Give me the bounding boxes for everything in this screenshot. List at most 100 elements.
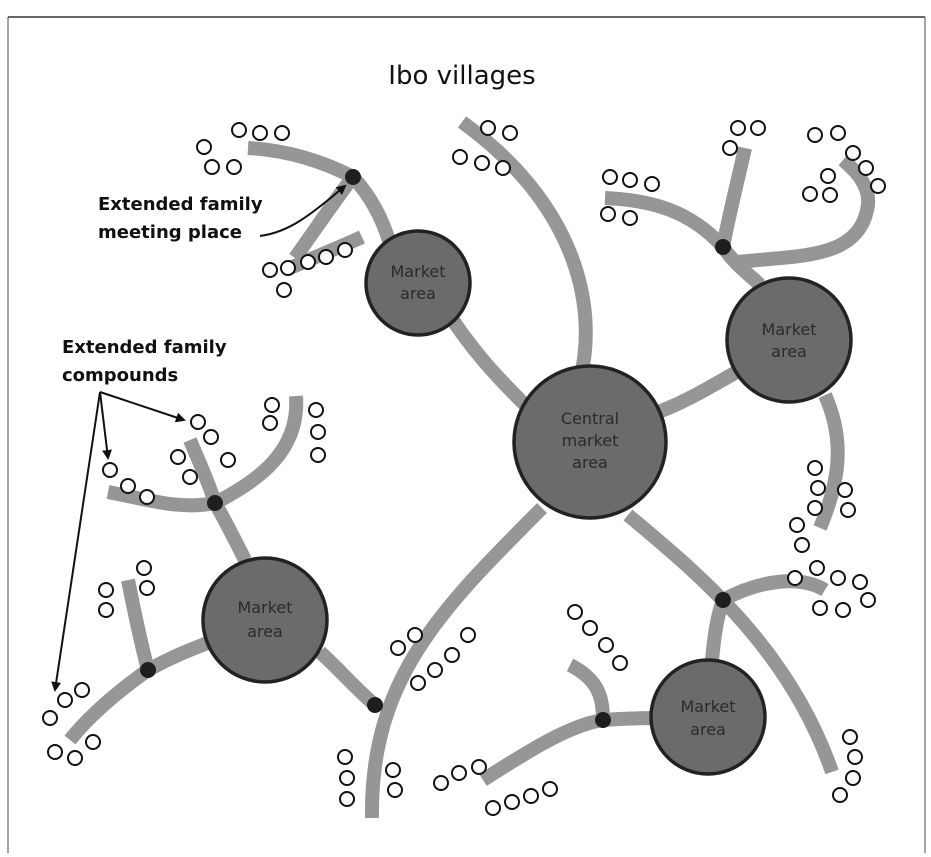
family-compound-hut	[57, 692, 73, 708]
road-right-node-west	[604, 191, 729, 252]
family-compound-hut	[622, 172, 638, 188]
market-right: Market area	[725, 276, 853, 404]
family-compound-hut	[196, 139, 212, 155]
family-compound-hut	[502, 125, 518, 141]
road-topleft-branch-upper	[247, 141, 357, 184]
label-compounds-line2: compounds	[62, 365, 178, 386]
family-compound-hut	[339, 770, 355, 786]
arrow-meeting-place	[259, 184, 347, 237]
road-topleft-branch-lower-1	[289, 172, 359, 263]
family-compound-hut	[523, 788, 539, 804]
arrow-compounds-2	[99, 391, 113, 460]
diagram-title: Ibo villages	[388, 61, 535, 91]
market-label-central-line3: area	[572, 453, 608, 472]
road-central-to-right-market	[647, 363, 744, 422]
family-compound-hut	[220, 452, 236, 468]
road-central-to-south	[364, 503, 547, 819]
family-compound-hut	[644, 176, 660, 192]
market-circle-central	[512, 364, 668, 520]
road-central-to-southeast	[623, 509, 839, 775]
family-compound-hut	[42, 710, 58, 726]
market-label-top-left-line2: area	[400, 284, 436, 303]
family-compound-hut	[337, 749, 353, 765]
family-compound-hut	[812, 600, 828, 616]
family-compound-hut	[262, 262, 278, 278]
family-compound-hut	[809, 560, 825, 576]
family-compound-hut	[139, 580, 155, 596]
market-label-central-line2: market	[562, 431, 619, 450]
family-compound-hut	[444, 647, 460, 663]
road-left-node-north-spur	[121, 578, 155, 672]
family-compound-hut	[495, 160, 511, 176]
market-label-left-line2: area	[247, 622, 283, 641]
family-compound-hut	[835, 602, 851, 618]
family-compound-hut	[280, 260, 296, 276]
family-compound-hut	[451, 765, 467, 781]
arrow-compounds-1	[99, 391, 186, 423]
family-compound-hut	[847, 749, 863, 765]
family-compound-hut	[427, 662, 443, 678]
family-compounds	[42, 120, 886, 816]
family-compound-hut	[452, 149, 468, 165]
family-compound-hut	[385, 762, 401, 778]
road-bottomright-node-east-curve	[719, 574, 829, 607]
meeting-node-bottom-left	[140, 662, 156, 678]
family-compound-hut	[74, 682, 90, 698]
family-compound-hut	[842, 729, 858, 745]
market-circle-bottom-right	[649, 658, 767, 776]
family-compound-hut	[252, 125, 268, 141]
family-compound-hut	[485, 800, 501, 816]
family-compound-hut	[822, 187, 838, 203]
road-left-market-to-node	[144, 635, 213, 677]
family-compound-hut	[807, 460, 823, 476]
market-bottom-right: Market area	[649, 658, 767, 776]
family-compound-hut	[433, 775, 449, 791]
family-compound-hut	[264, 397, 280, 413]
meeting-node-top-left	[345, 169, 361, 185]
family-compound-hut	[600, 206, 616, 222]
meeting-place-nodes	[140, 169, 731, 728]
family-compound-hut	[310, 424, 326, 440]
family-compound-hut	[308, 402, 324, 418]
label-meeting-place-line1: Extended family	[98, 194, 263, 215]
family-compound-hut	[802, 186, 818, 202]
family-compound-hut	[98, 582, 114, 598]
family-compound-hut	[807, 500, 823, 516]
family-compound-hut	[67, 750, 83, 766]
road-bottomright-node-north	[566, 658, 610, 721]
family-compound-hut	[832, 787, 848, 803]
family-compound-hut	[203, 429, 219, 445]
family-compound-hut	[276, 282, 292, 298]
family-compound-hut	[226, 159, 242, 175]
road-left-node-northeast	[211, 395, 304, 510]
meeting-node-bottom-right-west	[595, 712, 611, 728]
market-left: Market area	[201, 556, 329, 684]
market-circle-right	[725, 276, 853, 404]
family-compound-hut	[204, 159, 220, 175]
family-compound-hut	[807, 127, 823, 143]
family-compound-hut	[794, 537, 810, 553]
family-compound-hut	[474, 155, 490, 171]
family-compound-hut	[390, 640, 406, 656]
family-compound-hut	[480, 120, 496, 136]
family-compound-hut	[860, 592, 876, 608]
family-compound-hut	[789, 517, 805, 533]
road-right-node-north	[716, 146, 752, 249]
family-compound-hut	[598, 637, 614, 653]
family-compound-hut	[622, 210, 638, 226]
road-central-north-branch	[457, 116, 593, 382]
family-compound-hut	[722, 140, 738, 156]
family-compound-hut	[845, 145, 861, 161]
family-compound-hut	[139, 489, 155, 505]
family-compound-hut	[300, 254, 316, 270]
family-compound-hut	[274, 125, 290, 141]
family-compound-hut	[337, 242, 353, 258]
family-compound-hut	[339, 791, 355, 807]
family-compound-hut	[102, 462, 118, 478]
family-compound-hut	[310, 447, 326, 463]
family-compound-hut	[602, 169, 618, 185]
family-compound-hut	[830, 125, 846, 141]
road-left-market-southwest	[64, 664, 153, 745]
family-compound-hut	[567, 604, 583, 620]
